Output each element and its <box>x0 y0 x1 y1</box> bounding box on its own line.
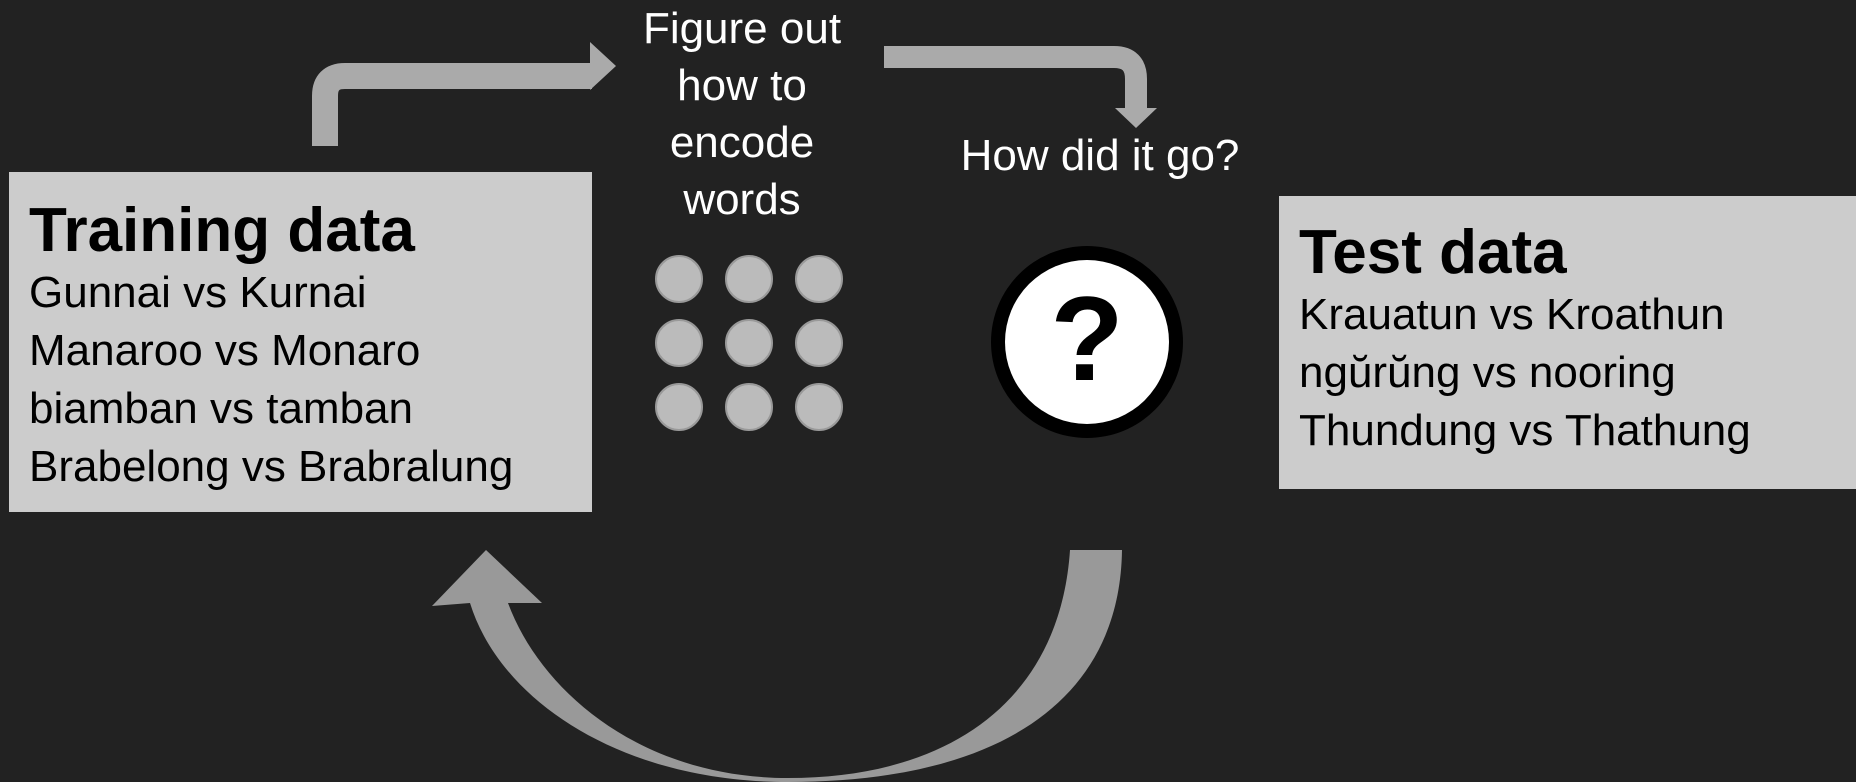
test-data-title: Test data <box>1299 218 1567 287</box>
test-pair: Krauatun vs Kroathun <box>1299 290 1725 339</box>
training-pair: biamban vs tamban <box>29 384 413 433</box>
test-pair: Thundung vs Thathung <box>1299 406 1751 455</box>
test-data-box: Test data Krauatun vs Kroathun ngŭrŭng v… <box>1279 196 1856 489</box>
test-pair: ngŭrŭng vs nooring <box>1299 348 1676 397</box>
training-data-box: Training data Gunnai vs Kurnai Manaroo v… <box>9 172 592 512</box>
question-mark-icon: ? <box>991 246 1183 438</box>
evaluate-step-label: How did it go? <box>960 131 1240 180</box>
training-pair: Manaroo vs Monaro <box>29 326 421 375</box>
encode-step-label: Figure out how to encode words <box>642 4 842 224</box>
training-data-title: Training data <box>29 196 415 265</box>
nine-dot-grid-icon <box>655 255 843 431</box>
arrow-feedback-loop <box>432 550 1122 782</box>
training-pair: Brabelong vs Brabralung <box>29 442 514 491</box>
arrow-encode-to-evaluate <box>884 46 1157 128</box>
svg-text:?: ? <box>1050 272 1123 406</box>
arrow-training-to-encode <box>312 42 616 146</box>
training-pair: Gunnai vs Kurnai <box>29 268 367 317</box>
